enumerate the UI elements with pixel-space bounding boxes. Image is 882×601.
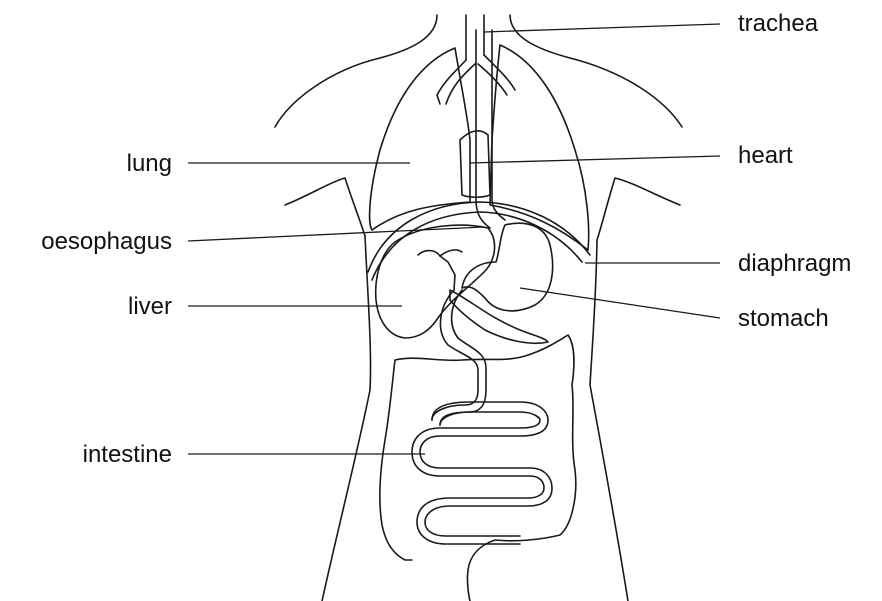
bile-duct <box>418 250 462 290</box>
stomach <box>462 223 553 311</box>
label-stomach: stomach <box>738 305 829 332</box>
label-trachea: trachea <box>738 10 819 37</box>
small-intestine <box>412 402 552 544</box>
label-lung: lung <box>127 150 172 177</box>
label-diaphragm: diaphragm <box>738 250 851 277</box>
left-lung <box>370 48 470 230</box>
label-liver: liver <box>128 293 172 320</box>
label-heart: heart <box>738 142 793 169</box>
trachea-leader <box>484 24 720 32</box>
label-intestine: intestine <box>83 441 172 468</box>
pancreas <box>450 290 548 343</box>
stomach-leader <box>520 288 720 318</box>
liver <box>376 225 495 338</box>
oesophagus-leader <box>188 227 484 241</box>
labels: trachea heart lung oesophagus diaphragm … <box>41 10 851 468</box>
heart-leader <box>470 156 720 163</box>
heart <box>460 131 490 197</box>
label-oesophagus: oesophagus <box>41 228 172 255</box>
lungs <box>370 45 589 250</box>
